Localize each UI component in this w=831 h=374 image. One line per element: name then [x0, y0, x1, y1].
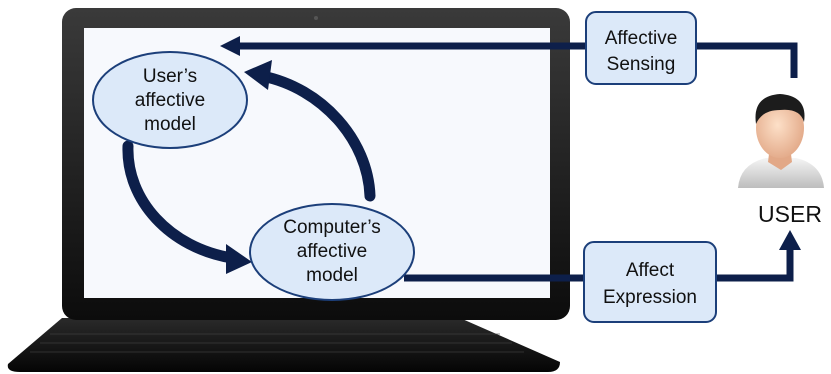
expression-arrow-head [779, 230, 801, 250]
user-shirt [738, 158, 824, 188]
webcam-icon [314, 16, 318, 20]
sensing-line-1: Affective [605, 28, 678, 49]
cycle-arrow-bottom [122, 140, 238, 264]
sensing-line-2: Sensing [607, 54, 676, 75]
laptop-icon [7, 8, 570, 372]
computers-model-line-1: Computer’s [283, 217, 381, 238]
users-model-line-2: affective [135, 90, 205, 111]
users-model-line-1: User’s [143, 66, 197, 87]
user-hair [755, 94, 805, 124]
user-avatar-icon [738, 94, 824, 188]
sensing-arrow-head [220, 36, 240, 56]
users-affective-model-node: User’s affective model [92, 51, 248, 149]
laptop-keys [30, 333, 524, 353]
users-model-line-3: model [144, 114, 196, 135]
user-face [756, 98, 804, 158]
expression-line-2: Expression [603, 287, 697, 308]
expression-line-1: Affect [626, 260, 675, 281]
cycle-arrow-bottom-head [226, 244, 252, 274]
cycle-arrow-top-head [244, 60, 272, 90]
user-label: USER [758, 201, 822, 227]
expression-arrow-line [404, 246, 794, 282]
sensing-arrow-line [236, 42, 798, 78]
computers-model-line-3: model [306, 265, 358, 286]
laptop-keyboard-base [7, 318, 560, 372]
cycle-arrow-top [256, 70, 376, 202]
computers-model-line-2: affective [297, 241, 367, 262]
affect-expression-box: Affect Expression [583, 241, 717, 323]
computers-affective-model-node: Computer’s affective model [249, 203, 415, 301]
affective-sensing-box: Affective Sensing [585, 11, 697, 85]
